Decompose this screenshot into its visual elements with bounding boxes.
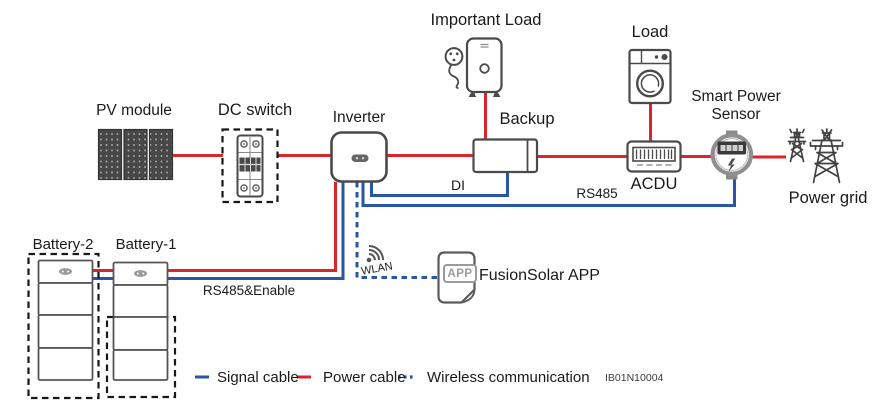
backup-label: Backup [499,110,555,128]
transmission-tower-small-icon [787,128,807,163]
important-load-label: Important Load [430,11,542,29]
battery-1-icon [105,261,177,399]
power-grid-label: Power grid [788,189,868,207]
wireless-link-inverter-to-app [355,182,437,279]
signal-cables [92,171,736,280]
legend-signal-label: Signal cable [217,369,299,386]
doc-code-label: IB01N10004 [605,372,664,384]
backup-icon [472,138,539,174]
rs485-label: RS485 [576,186,618,201]
dc-switch-icon [221,128,279,204]
signal-cable-rs485-enable [167,182,345,280]
legend-power-label: Power cable [323,369,406,386]
smart-power-sensor-icon [710,130,754,180]
inverter-label: Inverter [332,109,386,126]
plug-icon [444,47,464,89]
power-cables [92,93,786,272]
signal-cable-rs485 [361,175,736,207]
battery-1-label: Battery-1 [115,236,177,253]
load-label: Load [631,23,669,41]
rs485-enable-label: RS485&Enable [202,283,296,298]
app-badge: APP [443,264,477,283]
water-heater-icon [465,37,503,97]
smart-power-sensor-label-line1: Smart Power [691,88,781,105]
wlan-icon [366,244,385,263]
dc-switch-label: DC switch [217,101,293,119]
smart-power-sensor-label-line2: Sensor [711,105,761,123]
pv-module-icon [97,128,174,181]
signal-cable-di [370,171,509,197]
app-badge-text: APP [447,267,473,280]
transmission-tower-large-icon [809,128,844,184]
inverter-icon [330,131,388,183]
acdu-label: ACDU [630,175,678,193]
battery-2-icon [27,252,100,400]
acdu-icon [626,140,682,173]
washing-machine-icon [628,48,672,105]
power-cable-inverter-to-battery1 [167,182,337,272]
power-grid-icon [787,128,844,184]
important-load-icon [444,37,503,97]
pv-module-label: PV module [96,102,172,119]
di-label: DI [451,177,465,193]
fusionsolar-app-label: FusionSolar APP [479,267,600,284]
legend-wireless-label: Wireless communication [427,369,590,386]
battery-2-label: Battery-2 [32,236,94,253]
